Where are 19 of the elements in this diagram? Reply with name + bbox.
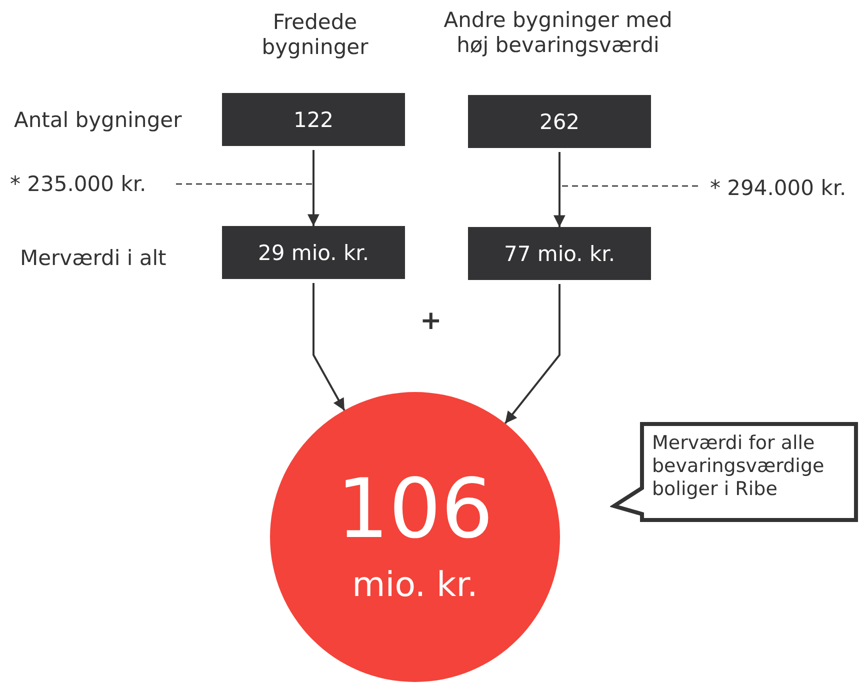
value-box: 77 mio. kr. <box>468 227 651 280</box>
column-heading: Fredede bygninger <box>260 10 370 60</box>
row-label: * 294.000 kr. <box>710 176 846 202</box>
row-label: Antal bygninger <box>14 108 182 134</box>
callout-text: Merværdi for alle bevaringsværdige boliger i Ribe <box>651 431 826 502</box>
arrow <box>307 150 320 226</box>
total-value: 106 <box>336 469 494 551</box>
row-label: + <box>420 306 442 338</box>
arrow <box>553 152 566 228</box>
column-heading: Andre bygninger med høj bevaringsværdi <box>442 8 674 58</box>
value-box: 122 <box>222 93 405 146</box>
row-label: Merværdi i alt <box>20 246 166 272</box>
arrow <box>504 284 560 424</box>
value-box: 29 mio. kr. <box>222 226 405 279</box>
speech-bubble <box>610 422 858 522</box>
arrow <box>312 283 346 411</box>
value-box: 262 <box>468 95 651 148</box>
row-label: * 235.000 kr. <box>10 172 146 198</box>
total-unit: mio. kr. <box>352 565 478 605</box>
